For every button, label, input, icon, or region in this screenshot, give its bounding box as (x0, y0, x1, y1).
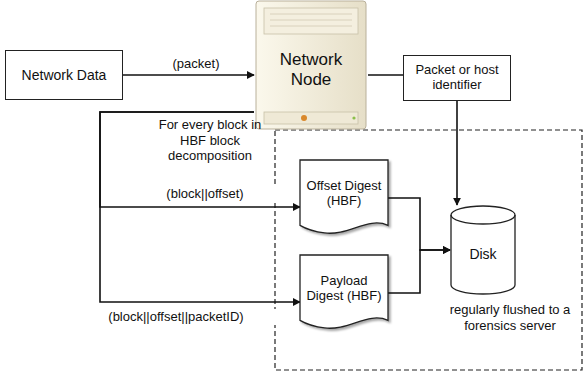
connector-arrow (388, 198, 450, 250)
node-text-group: Network Node (260, 20, 362, 109)
connector-arrow (388, 250, 450, 293)
edge-label: (block||offset) (130, 186, 280, 202)
edge-label: (block||offset||packetID) (66, 309, 286, 325)
dashed-region (275, 130, 582, 370)
node-label: Disk (469, 246, 496, 262)
edge-label: (packet) (148, 56, 244, 72)
node-label: Offset Digest (HBF) (306, 179, 382, 209)
loop-note: For every block in HBF block decompositi… (146, 117, 274, 164)
node-text-group: Offset Digest (HBF) (306, 179, 382, 217)
node-label: Packet or host identifier (410, 63, 504, 93)
node-text-group: Packet or host identifier (410, 63, 504, 93)
connector-arrow (100, 112, 300, 302)
digest-document: Payload Digest (HBF) (300, 255, 388, 331)
identifier-box: Packet or host identifier (403, 55, 511, 101)
connector-arrow (123, 74, 254, 76)
node-text-group: Disk (469, 238, 496, 262)
disk-cylinder: Disk (450, 205, 516, 295)
node-label: Payload Digest (HBF) (306, 274, 382, 304)
flush-note: regularly flushed to a forensics server (438, 302, 582, 333)
connector-arrow (456, 101, 458, 205)
node-text-group: Payload Digest (HBF) (306, 274, 382, 312)
node-label: Network Node (260, 50, 362, 89)
node-text-group: Network Data (22, 67, 107, 83)
source-box: Network Data (5, 50, 123, 100)
digest-document: Offset Digest (HBF) (300, 160, 388, 236)
connector-arrow (368, 74, 403, 76)
node-label: Network Data (22, 67, 107, 83)
computer-node: Network Node (254, 0, 368, 130)
